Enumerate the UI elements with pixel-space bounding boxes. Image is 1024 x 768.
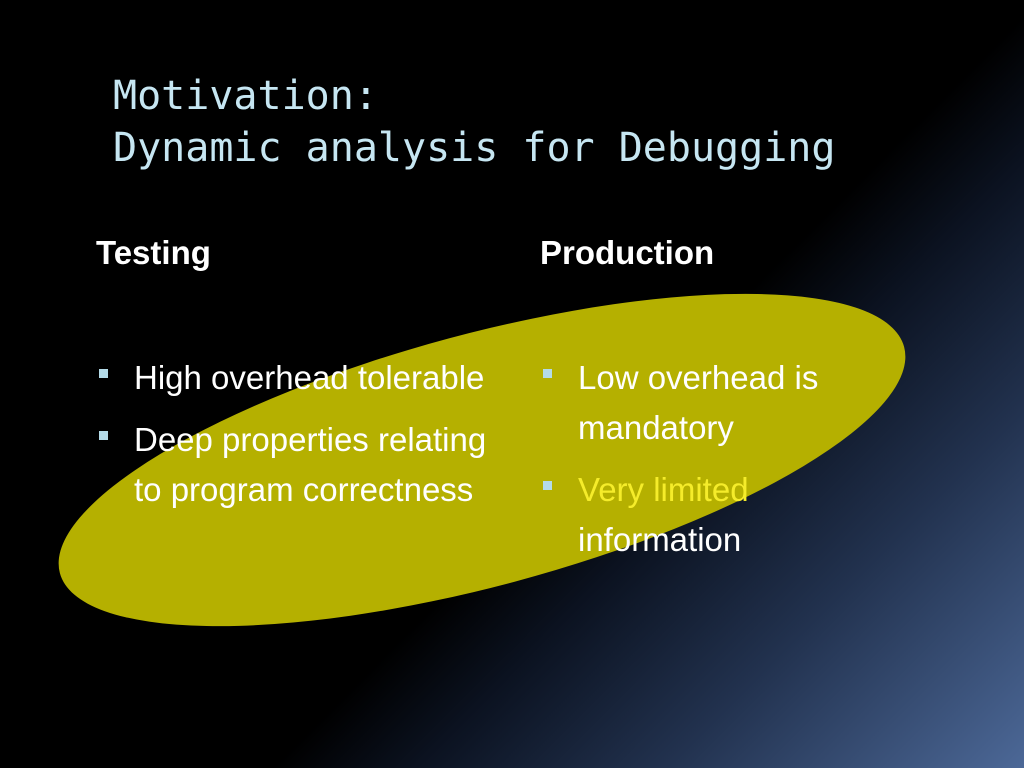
bullet-text-part: tolerable <box>348 359 485 396</box>
bullet-text-highlight: Very limited <box>578 471 749 508</box>
bullet-item: High overhead tolerable <box>96 353 496 403</box>
highlight-ellipse-shape <box>58 293 906 627</box>
bullet-item: Low overhead is mandatory <box>540 353 890 453</box>
testing-heading: Testing <box>96 234 211 271</box>
bullet-square-icon <box>99 369 108 378</box>
testing-bullet-list: High overhead tolerable Deep properties … <box>96 353 496 527</box>
bullet-text-part: information <box>578 521 742 558</box>
production-heading: Production <box>540 234 715 271</box>
bullet-item: Very limited information <box>540 465 890 565</box>
bullet-text: Low overhead is mandatory <box>578 359 819 446</box>
bullet-item: Deep properties relating to program corr… <box>96 415 496 515</box>
slide-title-line-1: Motivation: <box>113 73 378 119</box>
bullet-text-part: High overhead <box>134 359 349 396</box>
bullet-text: Deep properties relating to program corr… <box>134 421 487 508</box>
bullet-text: Very limited information <box>578 471 749 558</box>
slide-title-line-2: Dynamic analysis for Debugging <box>113 125 836 171</box>
production-bullet-list: Low overhead is mandatory Very limited i… <box>540 353 890 577</box>
slide-title: Motivation: Dynamic analysis for Debuggi… <box>113 70 835 174</box>
bullet-square-icon <box>99 431 108 440</box>
bullet-text: High overhead tolerable <box>134 359 484 396</box>
bullet-square-icon <box>543 481 552 490</box>
bullet-square-icon <box>543 369 552 378</box>
